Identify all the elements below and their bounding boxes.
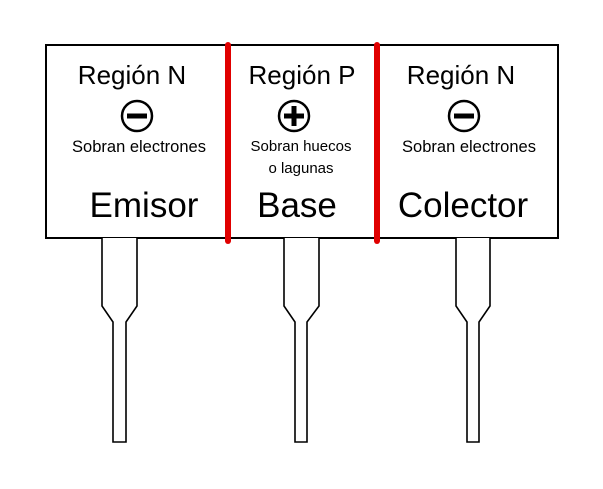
collector-region-label: Región N: [406, 60, 516, 90]
minus-circle-icon: [447, 99, 481, 133]
collector-name: Colector: [397, 186, 529, 225]
base-description-line2: o lagunas: [268, 160, 334, 177]
transistor-body: [45, 44, 559, 239]
collector-lead: [455, 238, 491, 443]
base-name: Base: [257, 186, 337, 225]
emitter-name: Emisor: [89, 186, 199, 225]
base-lead: [283, 238, 320, 443]
collector-description: Sobran electrones: [402, 138, 536, 156]
base-description-line1: Sobran huecos: [250, 138, 352, 155]
base-region-label: Región P: [248, 60, 356, 90]
emitter-region-label: Región N: [77, 60, 187, 90]
emitter-lead: [101, 238, 138, 443]
plus-circle-icon: [277, 99, 311, 133]
emitter-description: Sobran electrones: [72, 138, 206, 156]
minus-circle-icon: [120, 99, 154, 133]
